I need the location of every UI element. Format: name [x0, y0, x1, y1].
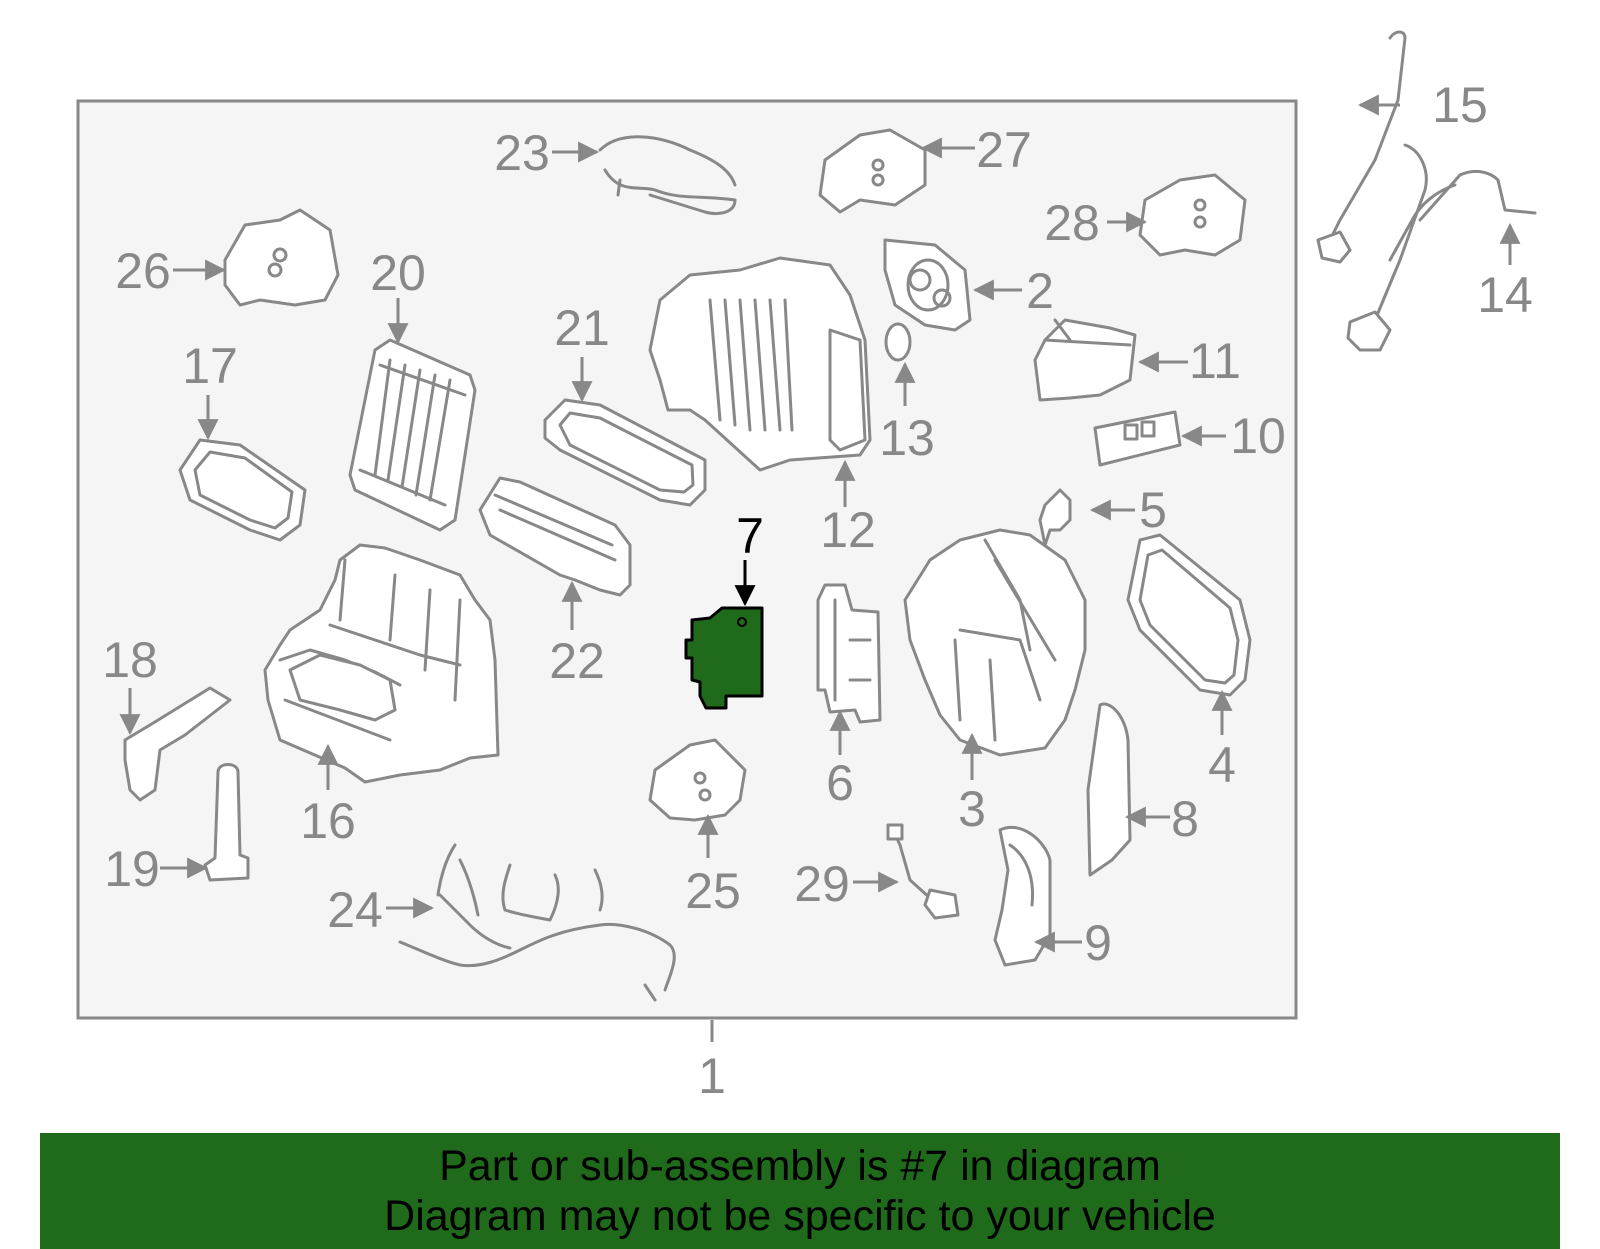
- label-11: 11: [1189, 333, 1241, 389]
- part-28-plate: [1138, 173, 1247, 257]
- part-13-oring: [884, 322, 912, 362]
- part-14-pipes: [1346, 143, 1537, 352]
- part-26-plate: [223, 208, 340, 307]
- label-7: 7: [736, 508, 764, 564]
- label-16: 16: [300, 793, 356, 849]
- label-29: 29: [794, 856, 850, 912]
- info-banner: Part or sub-assembly is #7 in diagram Di…: [40, 1133, 1560, 1249]
- part-12-evaporator: [648, 256, 872, 472]
- part-18-duct: [123, 686, 232, 802]
- part-7-highlighted-module[interactable]: [684, 606, 764, 710]
- label-24: 24: [327, 882, 383, 938]
- label-2: 2: [1026, 263, 1054, 319]
- part-24-harness: [398, 843, 676, 1002]
- leader-arrows: [119, 94, 1521, 1042]
- callout-labels: 1 2 3 4 5 6 7 8 9 10 11 12 13 14 15 16 1…: [102, 77, 1533, 1104]
- part-11-actuator: [1033, 318, 1137, 402]
- part-6-bracket: [816, 583, 882, 724]
- part-3-blower: [903, 528, 1087, 757]
- label-28: 28: [1044, 195, 1100, 251]
- part-10-resistor: [1093, 410, 1182, 467]
- part-23-hose: [598, 135, 737, 215]
- label-14: 14: [1477, 267, 1533, 323]
- part-21-gasket: [543, 398, 707, 507]
- label-18: 18: [102, 632, 158, 688]
- label-22: 22: [549, 633, 605, 689]
- part-8-duct: [1086, 702, 1132, 877]
- part-17-gasket: [178, 438, 307, 542]
- label-15: 15: [1432, 77, 1488, 133]
- label-27: 27: [976, 122, 1032, 178]
- label-1: 1: [698, 1048, 726, 1104]
- label-17: 17: [182, 338, 238, 394]
- part-19-sensor: [203, 763, 250, 882]
- label-12: 12: [820, 502, 876, 558]
- part-27-plate: [818, 128, 927, 214]
- label-20: 20: [370, 245, 426, 301]
- label-5: 5: [1139, 482, 1167, 538]
- part-16-housing: [263, 543, 500, 784]
- label-4: 4: [1208, 737, 1236, 793]
- label-13: 13: [879, 410, 935, 466]
- label-8: 8: [1171, 791, 1199, 847]
- label-10: 10: [1230, 408, 1286, 464]
- label-23: 23: [494, 125, 550, 181]
- part-9-duct: [993, 825, 1052, 967]
- banner-line-1: Part or sub-assembly is #7 in diagram: [439, 1142, 1161, 1190]
- part-25-plate: [648, 738, 747, 822]
- part-5-bracket: [1038, 488, 1072, 547]
- part-4-gasket: [1126, 533, 1252, 697]
- part-20-heatercore: [348, 338, 477, 532]
- label-9: 9: [1084, 915, 1112, 971]
- label-3: 3: [958, 781, 986, 837]
- banner-line-2: Diagram may not be specific to your vehi…: [384, 1192, 1216, 1240]
- part-15-pipe: [1316, 30, 1407, 264]
- label-6: 6: [826, 755, 854, 811]
- part-29-sensor: [886, 823, 960, 920]
- label-25: 25: [685, 863, 741, 919]
- label-19: 19: [104, 841, 160, 897]
- part-2-gasket: [883, 238, 972, 332]
- label-21: 21: [554, 300, 610, 356]
- label-26: 26: [115, 243, 171, 299]
- part-22-filterhousing: [478, 476, 632, 597]
